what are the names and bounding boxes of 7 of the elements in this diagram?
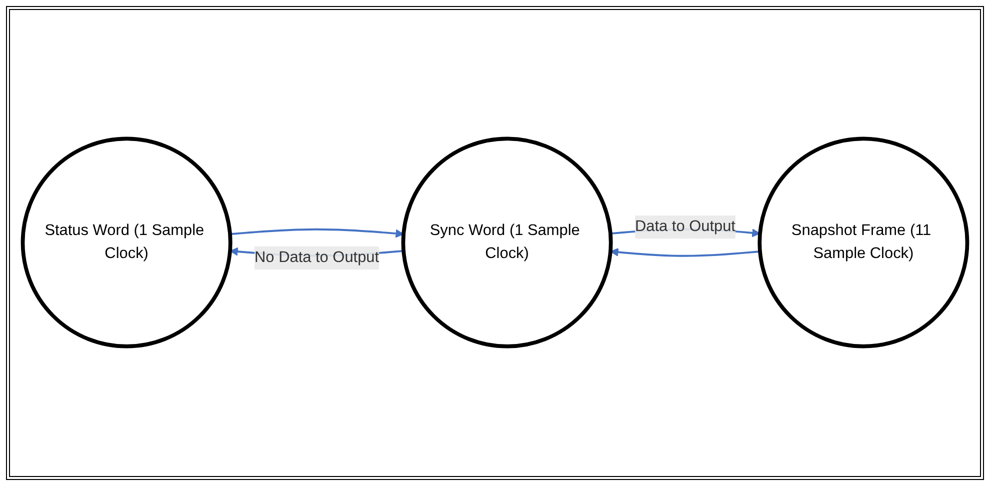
edge-label: Data to Output	[634, 218, 736, 236]
node-circle: Status Word (1 Sample Clock)	[20, 137, 232, 349]
arrow	[610, 248, 760, 258]
edge-label: No Data to Output	[254, 250, 380, 266]
arrow	[230, 228, 404, 238]
node-circle: Snapshot Frame (11 Sample Clock)	[758, 137, 970, 349]
node-circle: Sync Word (1 Sample Clock)	[401, 137, 613, 349]
